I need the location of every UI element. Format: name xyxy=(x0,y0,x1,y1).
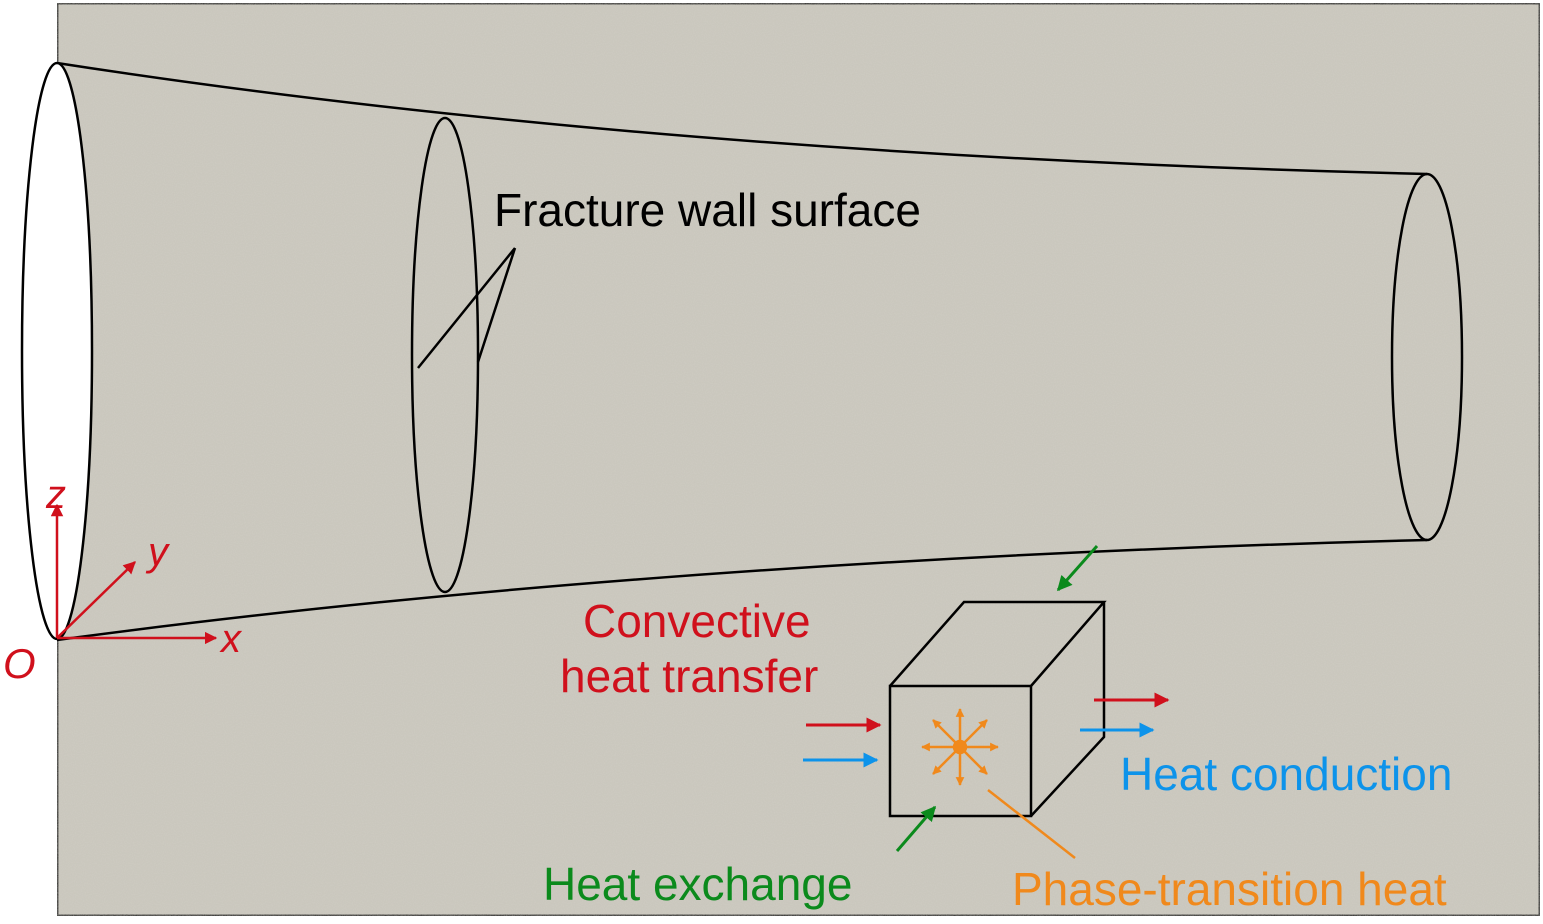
phase-transition-source-icon xyxy=(921,708,999,786)
x-axis-label: x xyxy=(219,617,243,661)
coordinate-axes xyxy=(50,503,218,645)
rock-matrix-background xyxy=(55,1,1542,918)
origin-label: O xyxy=(3,640,36,687)
convective-label-line2: heat transfer xyxy=(560,650,818,702)
phase-leader-line xyxy=(987,789,1076,859)
fracture-bottom-edge xyxy=(56,538,1428,642)
fracture-outlet-ellipse xyxy=(1390,172,1464,542)
phase-transition-label: Phase-transition heat xyxy=(1012,863,1447,915)
heat-exchange-label: Heat exchange xyxy=(543,858,852,910)
fracture-wall-label: Fracture wall surface xyxy=(494,184,921,236)
heat-conduction-label: Heat conduction xyxy=(1120,748,1452,800)
z-axis-label: z xyxy=(45,473,66,517)
y-axis-label: y xyxy=(145,530,171,574)
convective-label-line1: Convective xyxy=(583,595,811,647)
y-axis-arrow xyxy=(56,561,136,639)
control-volume-cube xyxy=(888,600,1107,818)
heat-exchange-top-arrow xyxy=(1056,545,1099,592)
fracture-wall-leader-lines xyxy=(417,247,517,369)
heat-exchange-bottom-arrow xyxy=(895,805,937,852)
fracture xyxy=(20,61,1464,642)
fracture-top-edge xyxy=(56,61,1428,176)
fracture-middle-ellipse xyxy=(410,116,480,594)
